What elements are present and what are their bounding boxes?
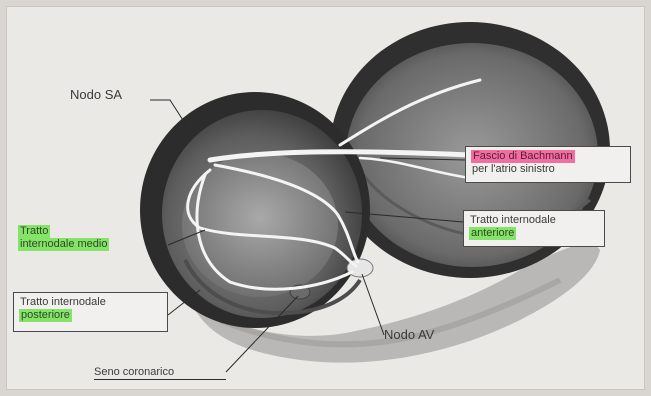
label-posterior-tract: Tratto internodale posteriore	[13, 292, 168, 332]
middle-line2: internodale medio	[18, 238, 109, 251]
av-node-text: Nodo AV	[384, 327, 434, 342]
bachmann-line2: per l'atrio sinistro	[471, 163, 556, 176]
leader-av-node	[362, 274, 384, 335]
sa-node-text: Nodo SA	[70, 87, 122, 102]
label-bachmann: Fascio di Bachmann per l'atrio sinistro	[465, 146, 631, 183]
label-coronary-sinus: Seno coronarico	[94, 366, 226, 380]
anterior-line1: Tratto internodale	[469, 214, 557, 227]
coronary-sinus-text: Seno coronarico	[94, 366, 174, 378]
anterior-line2: anteriore	[469, 227, 516, 240]
label-middle-tract: Tratto internodale medio	[13, 222, 168, 266]
middle-line1: Tratto	[18, 225, 50, 238]
bachmann-line1: Fascio di Bachmann	[471, 150, 575, 163]
label-anterior-tract: Tratto internodale anteriore	[463, 210, 605, 247]
posterior-line2: posteriore	[19, 309, 72, 322]
label-sa-node: Nodo SA	[70, 88, 122, 101]
label-av-node: Nodo AV	[384, 328, 434, 341]
posterior-line1: Tratto internodale	[19, 296, 107, 309]
